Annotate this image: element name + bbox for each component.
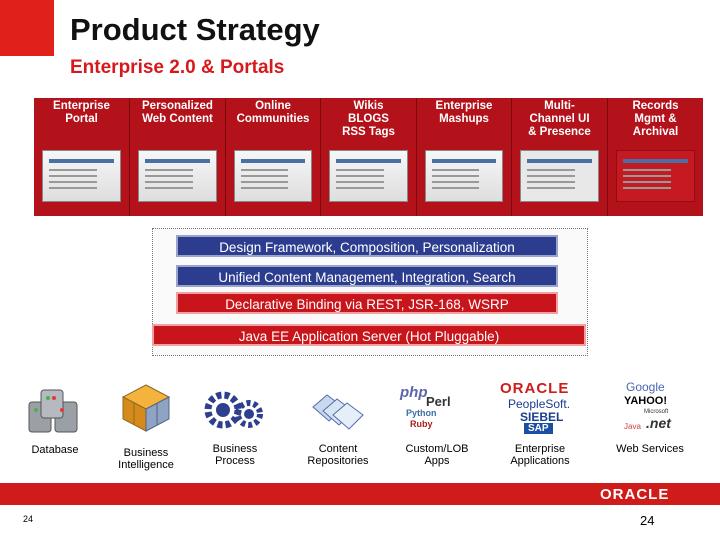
page-number-right: 24 bbox=[640, 513, 655, 528]
dotnet-logo: .net bbox=[646, 415, 671, 431]
tile-enterprise-portal: Enterprise Portal bbox=[34, 98, 130, 216]
peoplesoft-logo: PeopleSoft. bbox=[508, 397, 571, 411]
source-label-content: Content Repositories bbox=[307, 443, 369, 467]
sap-logo: SAP bbox=[524, 423, 553, 434]
screenshot-thumbnail bbox=[425, 150, 503, 202]
page-subtitle: Enterprise 2.0 & Portals bbox=[70, 57, 285, 78]
oracle-logo: ORACLE bbox=[500, 380, 570, 397]
tile-label: Wikis BLOGS RSS Tags bbox=[342, 100, 395, 138]
cube-icon bbox=[121, 384, 171, 432]
device-thumbnail bbox=[520, 150, 599, 202]
source-label-database: Database bbox=[31, 444, 79, 456]
source-label-enterprise: Enterprise Applications bbox=[510, 443, 570, 467]
page-number-left: 24 bbox=[23, 514, 34, 524]
tile-label: Personalized Web Content bbox=[142, 100, 213, 125]
tile-label: Enterprise Mashups bbox=[435, 100, 493, 125]
tile-records-mgmt: Records Mgmt & Archival bbox=[608, 98, 703, 216]
siebel-logo: SIEBEL bbox=[520, 410, 564, 424]
tile-multi-channel-ui: Multi- Channel UI & Presence bbox=[512, 98, 608, 216]
java-logo: Java bbox=[624, 422, 641, 431]
title-accent-bar bbox=[0, 0, 54, 56]
gears-icon bbox=[204, 391, 263, 429]
tile-label: Enterprise Portal bbox=[53, 100, 110, 125]
tile-label: Online Communities bbox=[236, 100, 310, 125]
footer-bar bbox=[0, 483, 720, 505]
layer-app-server: Java EE Application Server (Hot Pluggabl… bbox=[152, 324, 586, 346]
languages-icon: php Perl Python Ruby bbox=[396, 382, 472, 432]
microsoft-logo: Microsoft bbox=[644, 409, 669, 415]
layer-declarative-binding: Declarative Binding via REST, JSR-168, W… bbox=[176, 292, 558, 314]
screenshot-thumbnail bbox=[138, 150, 217, 202]
tile-online-communities: Online Communities bbox=[226, 98, 321, 216]
source-label-process: Business Process bbox=[212, 443, 258, 467]
folders-icon bbox=[312, 394, 364, 430]
layer-design-framework: Design Framework, Composition, Personali… bbox=[176, 235, 558, 257]
tile-enterprise-mashups: Enterprise Mashups bbox=[417, 98, 512, 216]
vendor-logos-icon: ORACLE PeopleSoft. SIEBEL SAP bbox=[494, 378, 594, 438]
layer-content-management: Unified Content Management, Integration,… bbox=[176, 265, 558, 287]
screenshot-thumbnail bbox=[42, 150, 121, 202]
tile-label: Multi- Channel UI & Presence bbox=[528, 100, 591, 138]
php-logo: php bbox=[400, 384, 428, 401]
tile-label: Records Mgmt & Archival bbox=[632, 100, 679, 138]
web-logos-icon: Google YAHOO! Microsoft .net Java bbox=[616, 378, 686, 440]
source-label-web-services: Web Services bbox=[616, 443, 684, 455]
tile-personalized-web-content: Personalized Web Content bbox=[130, 98, 226, 216]
database-icon bbox=[28, 389, 78, 433]
screenshot-thumbnail bbox=[234, 150, 312, 202]
page-title: Product Strategy bbox=[70, 12, 320, 47]
python-logo: Python bbox=[406, 408, 437, 418]
tile-wikis-blogs: Wikis BLOGS RSS Tags bbox=[321, 98, 417, 216]
google-logo: Google bbox=[626, 380, 665, 394]
perl-logo: Perl bbox=[426, 394, 451, 409]
envelope-thumbnail bbox=[616, 150, 695, 202]
source-label-bi: Business Intelligence bbox=[118, 447, 174, 471]
screenshot-thumbnail bbox=[329, 150, 408, 202]
ruby-logo: Ruby bbox=[410, 419, 433, 429]
capability-tiles: Enterprise Portal Personalized Web Conte… bbox=[34, 98, 703, 216]
yahoo-logo: YAHOO! bbox=[624, 395, 667, 407]
footer-oracle-logo: ORACLE bbox=[600, 486, 670, 503]
source-label-custom: Custom/LOB Apps bbox=[405, 443, 469, 467]
